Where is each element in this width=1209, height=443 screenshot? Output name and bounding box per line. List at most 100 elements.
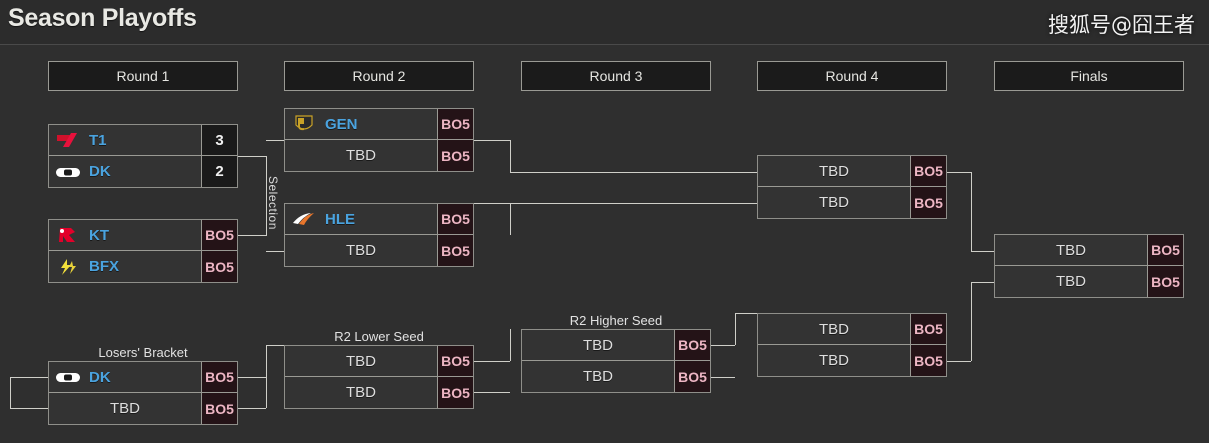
round-header-3[interactable]: Round 3 — [521, 61, 711, 91]
match-row-bottom[interactable]: TBD BO5 — [995, 266, 1183, 297]
match-row-bottom[interactable]: TBD BO5 — [49, 393, 237, 424]
team-name: BFX — [89, 258, 119, 275]
team-slot[interactable]: TBD — [285, 377, 437, 408]
match-score: BO5 — [910, 187, 946, 218]
team-slot[interactable]: TBD — [49, 393, 201, 424]
match-row-bottom[interactable]: BFX BO5 — [49, 251, 237, 282]
team-slot[interactable]: BFX — [49, 251, 201, 282]
losers-bracket-label: Losers' Bracket — [98, 345, 188, 360]
connector-line — [510, 140, 511, 172]
match-row-top[interactable]: DK BO5 — [49, 362, 237, 393]
gen-logo — [291, 114, 317, 134]
match-score: BO5 — [674, 330, 710, 360]
match-r4-lower[interactable]: TBD BO5 TBD BO5 — [757, 313, 947, 377]
match-finals[interactable]: TBD BO5 TBD BO5 — [994, 234, 1184, 298]
match-r2-higher-seed[interactable]: TBD BO5 TBD BO5 — [521, 329, 711, 393]
round-header-finals[interactable]: Finals — [994, 61, 1184, 91]
connector-line — [10, 377, 48, 378]
match-row-top[interactable]: T1 3 — [49, 125, 237, 156]
connector-line — [735, 313, 736, 345]
team-slot[interactable]: TBD — [758, 156, 910, 186]
team-name: TBD — [583, 336, 613, 354]
match-row-bottom[interactable]: TBD BO5 — [758, 187, 946, 218]
team-name: TBD — [110, 400, 140, 417]
connector-line — [711, 377, 735, 378]
team-slot[interactable]: TBD — [995, 235, 1147, 265]
team-slot[interactable]: HLE — [285, 204, 437, 234]
selection-label: Selection — [266, 176, 280, 230]
match-row-bottom[interactable]: TBD BO5 — [758, 345, 946, 376]
team-slot[interactable]: T1 — [49, 125, 201, 155]
team-name: TBD — [346, 384, 376, 401]
match-r2-m1[interactable]: GEN BO5 TBD BO5 — [284, 108, 474, 172]
connector-line — [971, 282, 972, 361]
team-slot[interactable]: TBD — [758, 314, 910, 344]
team-slot[interactable]: TBD — [758, 345, 910, 376]
connector-line — [238, 377, 266, 378]
team-slot[interactable]: TBD — [758, 187, 910, 218]
team-slot[interactable]: TBD — [285, 235, 437, 266]
team-name: DK — [89, 163, 111, 180]
team-name: GEN — [325, 115, 358, 133]
match-row-top[interactable]: KT BO5 — [49, 220, 237, 251]
round-header-1[interactable]: Round 1 — [48, 61, 238, 91]
dk-logo — [55, 367, 81, 387]
match-score: BO5 — [1147, 235, 1183, 265]
match-score: BO5 — [437, 140, 473, 171]
connector-line — [510, 203, 511, 235]
connector-line — [474, 392, 510, 393]
match-r1-m1[interactable]: T1 3 DK 2 — [48, 124, 238, 188]
t1-logo — [55, 130, 81, 150]
team-name: TBD — [819, 162, 849, 180]
match-score: 3 — [201, 125, 237, 155]
team-slot[interactable]: TBD — [522, 361, 674, 392]
match-score: BO5 — [1147, 266, 1183, 297]
match-r1-m2[interactable]: KT BO5 BFX BO5 — [48, 219, 238, 283]
connector-line — [266, 345, 284, 346]
team-name: HLE — [325, 210, 355, 228]
match-row-top[interactable]: GEN BO5 — [285, 109, 473, 140]
match-row-top[interactable]: TBD BO5 — [995, 235, 1183, 266]
match-row-bottom[interactable]: TBD BO5 — [285, 235, 473, 266]
connector-line — [266, 140, 284, 141]
team-slot[interactable]: GEN — [285, 109, 437, 139]
match-row-top[interactable]: TBD BO5 — [522, 330, 710, 361]
match-r2-m2[interactable]: HLE BO5 TBD BO5 — [284, 203, 474, 267]
connector-line — [474, 361, 510, 362]
team-slot[interactable]: DK — [49, 362, 201, 392]
team-name: TBD — [819, 352, 849, 369]
match-score: BO5 — [674, 361, 710, 392]
match-r4-upper[interactable]: TBD BO5 TBD BO5 — [757, 155, 947, 219]
team-slot[interactable]: TBD — [285, 346, 437, 376]
connector-line — [947, 361, 971, 362]
round-header-4[interactable]: Round 4 — [757, 61, 947, 91]
connector-line — [266, 345, 267, 408]
team-slot[interactable]: TBD — [522, 330, 674, 360]
team-slot[interactable]: DK — [49, 156, 201, 187]
match-row-top[interactable]: TBD BO5 — [758, 156, 946, 187]
r2-higher-seed-label: R2 Higher Seed — [569, 313, 663, 328]
connector-line — [971, 172, 972, 251]
connector-line — [474, 203, 510, 204]
team-slot[interactable]: TBD — [285, 140, 437, 171]
match-r2-lower-seed[interactable]: TBD BO5 TBD BO5 — [284, 345, 474, 409]
match-losers-bracket[interactable]: DK BO5 TBD BO5 — [48, 361, 238, 425]
team-name: TBD — [346, 242, 376, 259]
match-row-bottom[interactable]: TBD BO5 — [285, 377, 473, 408]
match-row-bottom[interactable]: TBD BO5 — [285, 140, 473, 171]
match-score: BO5 — [437, 377, 473, 408]
match-row-top[interactable]: TBD BO5 — [285, 346, 473, 377]
round-header-2[interactable]: Round 2 — [284, 61, 474, 91]
team-slot[interactable]: TBD — [995, 266, 1147, 297]
match-row-top[interactable]: HLE BO5 — [285, 204, 473, 235]
match-row-top[interactable]: TBD BO5 — [758, 314, 946, 345]
match-row-bottom[interactable]: DK 2 — [49, 156, 237, 187]
team-name: DK — [89, 368, 111, 386]
match-row-bottom[interactable]: TBD BO5 — [522, 361, 710, 392]
team-name: TBD — [819, 320, 849, 338]
connector-line — [735, 313, 757, 314]
connector-line — [711, 345, 735, 346]
match-score: BO5 — [437, 346, 473, 376]
team-slot[interactable]: KT — [49, 220, 201, 250]
